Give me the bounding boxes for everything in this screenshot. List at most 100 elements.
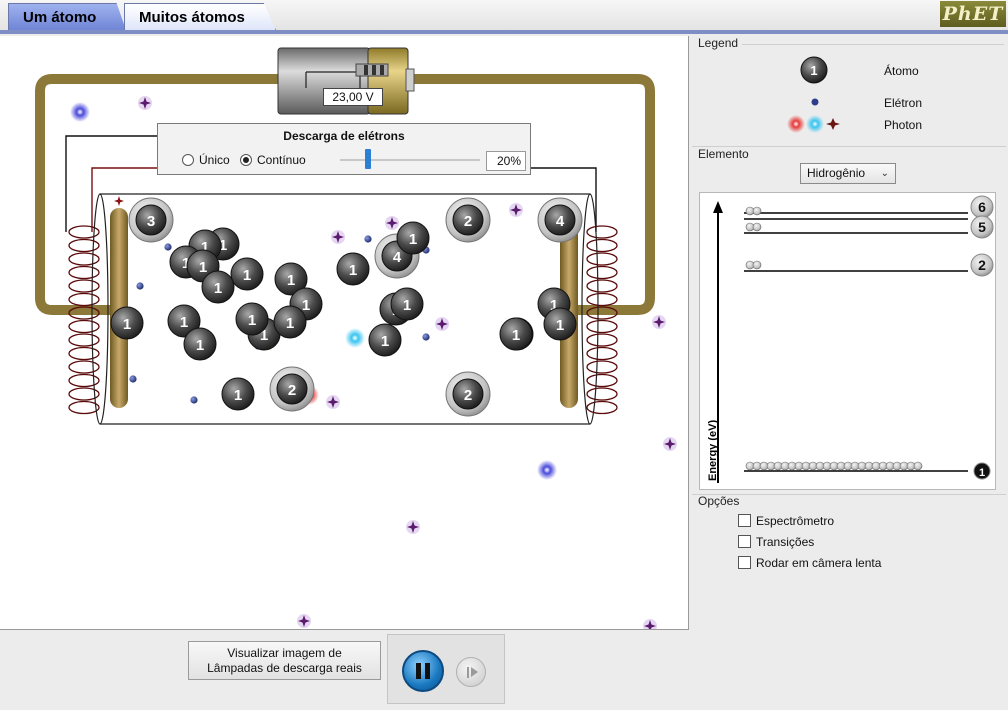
atom-level-label: 1 [349, 262, 357, 279]
svg-text:2: 2 [978, 257, 986, 273]
atom-level-label: 1 [556, 317, 564, 334]
spectrometer-label: Espectrômetro [756, 514, 835, 528]
atom: 1 [235, 302, 269, 336]
single-radio[interactable] [182, 154, 194, 166]
atom-level-label: 1 [199, 259, 207, 276]
atom-level-label: 1 [381, 333, 389, 350]
heater-wire [530, 167, 597, 232]
atoms-layer: 324111111111411111111112111211 [110, 197, 583, 417]
atom: 1 [390, 287, 424, 321]
electron [190, 396, 198, 404]
legend-photon-cyan-icon [806, 115, 824, 133]
photons-layer [70, 96, 677, 629]
pause-button[interactable] [402, 650, 444, 692]
electron [129, 375, 137, 383]
tab-muitos-atomos[interactable]: Muitos átomos [124, 3, 276, 30]
discharge-rate-field[interactable]: 20% [486, 151, 526, 171]
atom: 1 [499, 317, 533, 351]
atom: 2 [269, 366, 315, 412]
legend-photon-star-icon [826, 118, 840, 130]
continuous-radio[interactable] [240, 154, 252, 166]
atom: 1 [273, 305, 307, 339]
heater-wire [65, 135, 158, 232]
photon-star [385, 216, 399, 230]
battery-voltage-field[interactable]: 23,00 V [323, 88, 383, 106]
view-real-lamps-button[interactable]: Visualizar imagem de Lâmpadas de descarg… [188, 641, 381, 680]
control-panel: Legend 1 Átomo Elétron Photon Elemento H… [690, 34, 1008, 628]
atom-level-label: 2 [464, 213, 472, 230]
element-title: Elemento [698, 147, 749, 161]
energy-axis-arrow [713, 201, 723, 213]
options-title: Opções [698, 494, 740, 508]
atom-level-label: 1 [214, 280, 222, 297]
discharge-rate-slider[interactable] [340, 159, 480, 161]
atom-level-label: 3 [147, 213, 155, 230]
photon-star [326, 395, 340, 409]
view-real-line2: Lâmpadas de descarga reais [207, 661, 362, 675]
atom: 1 [221, 377, 255, 411]
playback-panel [387, 634, 505, 704]
legend-electron-label: Elétron [884, 96, 923, 110]
level-atom-dot [752, 260, 762, 270]
atom: 1 [274, 262, 308, 296]
phet-logo[interactable]: PhET [940, 1, 1006, 27]
photon-star [663, 437, 677, 451]
atom: 2 [445, 371, 491, 417]
atom: 2 [445, 197, 491, 243]
photon-glow [537, 460, 557, 480]
atom-level-label: 2 [288, 382, 296, 399]
simulation-canvas: 324111111111411111111112111211 23,00 V D… [0, 36, 689, 630]
atom-level-label: 1 [234, 387, 242, 404]
photon-glow [70, 102, 90, 122]
photon-star [435, 317, 449, 331]
atom-level-label: 4 [393, 249, 402, 266]
energy-level-badge: 6 [970, 195, 994, 219]
discharge-lamp-scene: 324111111111411111111112111211 [35, 47, 677, 629]
electron [136, 282, 144, 290]
step-button[interactable] [456, 657, 486, 687]
photon-star [643, 619, 657, 629]
atom: 1 [201, 270, 235, 304]
atom-level-label: 1 [260, 327, 268, 344]
photon-star [406, 520, 420, 534]
photon-star [509, 203, 523, 217]
slow-motion-checkbox[interactable] [738, 556, 751, 569]
level-atom-dot [913, 461, 923, 471]
atom: 1 [230, 257, 264, 291]
legend-atom-icon [800, 56, 828, 84]
energy-level-badge: 5 [970, 215, 994, 239]
continuous-radio-label: Contínuo [257, 153, 306, 167]
element-select[interactable]: Hidrogênio ⌄ [800, 163, 896, 184]
atom-level-label: 1 [243, 267, 251, 284]
energy-levels: 65 2 1 [744, 195, 994, 480]
atom-level-label: 1 [287, 272, 295, 289]
atom-level-label: 1 [550, 297, 558, 314]
photon-star [331, 230, 345, 244]
electron-discharge-panel: Descarga de elétrons Único Contínuo 20% [157, 123, 531, 175]
legend-title: Legend [698, 36, 739, 50]
bottom-bar: Visualizar imagem de Lâmpadas de descarg… [0, 631, 1008, 710]
photon-star [138, 96, 152, 110]
chevron-down-icon: ⌄ [880, 168, 889, 179]
photon-star [114, 196, 124, 206]
electron [364, 235, 372, 243]
atom-level-label: 1 [201, 239, 209, 256]
legend-photon-red-icon [787, 115, 805, 133]
circuit-wire [35, 74, 285, 315]
transitions-checkbox[interactable] [738, 535, 751, 548]
svg-text:6: 6 [978, 199, 986, 215]
energy-level-badge: 1 [973, 462, 991, 480]
tab-um-atomo[interactable]: Um átomo [8, 3, 126, 30]
electron [422, 333, 430, 341]
element-select-value: Hidrogênio [807, 166, 866, 180]
atom-level-label: 1 [182, 255, 190, 272]
atom-level-label: 1 [409, 231, 417, 248]
spectrometer-checkbox[interactable] [738, 514, 751, 527]
discharge-rate-slider-thumb[interactable] [365, 149, 371, 169]
atom-level-label: 1 [286, 315, 294, 332]
atom-level-label: 1 [123, 316, 131, 333]
atom-level-label: 1 [196, 337, 204, 354]
left-coil [68, 225, 100, 415]
